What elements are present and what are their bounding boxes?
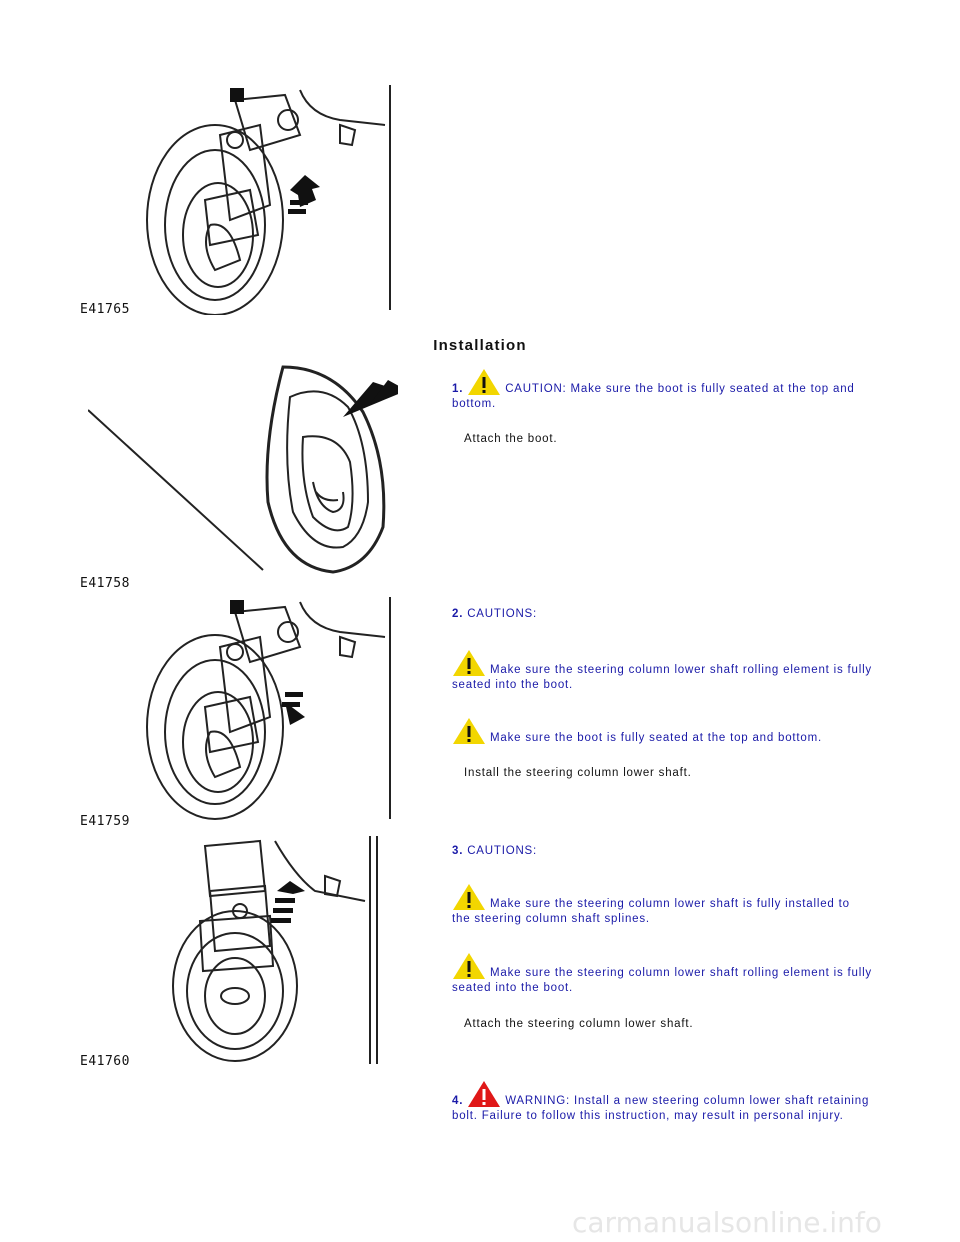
step-3-caution-1: Make sure the steering column lower shaf… [452, 883, 872, 927]
caution-icon [453, 884, 485, 910]
step-3-caution-2: Make sure the steering column lower shaf… [452, 952, 872, 996]
step-number: 3. [452, 845, 464, 857]
caution-text: Make sure the steering column lower shaf… [452, 967, 872, 994]
cautions-label: CAUTIONS: [467, 608, 538, 620]
caution-text: Make sure the boot is fully seated at th… [490, 732, 822, 744]
step-2-caution-2: Make sure the boot is fully seated at th… [452, 717, 872, 746]
figure-e41759 [146, 597, 391, 820]
figure-label: E41758 [80, 576, 130, 591]
figure-e41760 [172, 836, 378, 1064]
figure-label: E41759 [80, 814, 130, 829]
caution-icon [468, 369, 501, 395]
caution-icon [453, 953, 485, 979]
step-1-alert: 1. CAUTION: Make sure the boot is fully … [452, 368, 872, 412]
step-2-caution-1: Make sure the steering column lower shaf… [452, 649, 872, 693]
caution-icon [453, 650, 485, 676]
watermark: carmanualsonline.info [572, 1206, 882, 1239]
warning-text: WARNING: Install a new steering column l… [452, 1095, 870, 1122]
section-heading: Installation [433, 337, 527, 354]
warning-icon [468, 1081, 501, 1107]
caution-text: Make sure the steering column lower shaf… [452, 898, 850, 925]
caution-icon [453, 718, 485, 744]
step-2-title: 2. CAUTIONS: [452, 607, 872, 622]
step-2-action: Install the steering column lower shaft. [464, 767, 692, 779]
figure-label: E41765 [80, 302, 130, 317]
figure-e41758 [88, 365, 398, 574]
caution-text: Make sure the steering column lower shaf… [452, 664, 872, 691]
step-3-action: Attach the steering column lower shaft. [464, 1018, 694, 1030]
step-3-title: 3. CAUTIONS: [452, 844, 872, 859]
caution-text: CAUTION: Make sure the boot is fully sea… [452, 383, 855, 410]
step-number: 1. [452, 383, 464, 395]
step-4-alert: 4. WARNING: Install a new steering colum… [452, 1080, 872, 1124]
figure-label: E41760 [80, 1054, 130, 1069]
figure-e41765 [146, 85, 391, 315]
step-number: 2. [452, 608, 464, 620]
step-1-action: Attach the boot. [464, 433, 558, 445]
step-number: 4. [452, 1095, 464, 1107]
cautions-label: CAUTIONS: [467, 845, 538, 857]
